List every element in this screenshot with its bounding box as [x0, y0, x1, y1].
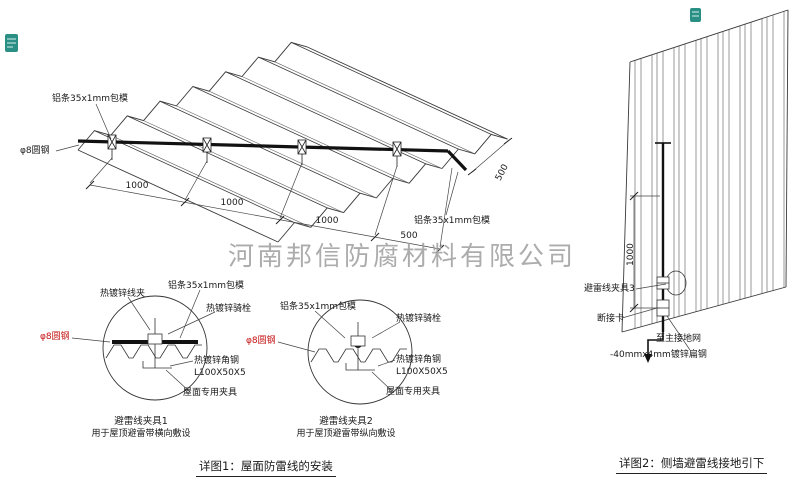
clamp-marks — [107, 134, 402, 167]
d2-angle-spec-label: L100X50X5 — [396, 367, 448, 377]
d2-strip-label: 铝条35x1mm包模 — [280, 302, 357, 312]
roof-rod-label: φ8圆钢 — [20, 146, 50, 156]
d1-subtitle: 用于屋顶避雷带横向敷设 — [91, 429, 191, 439]
roof-strip-label-top: 铝条35x1mm包模 — [52, 94, 129, 104]
wall-dimension-and-leaders — [621, 191, 691, 351]
detail-circle-2 — [277, 299, 413, 405]
company-watermark: 河南邦信防腐材料有限公司 — [228, 242, 577, 272]
figure2-caption: 详图2：侧墙避雷线接地引下 — [616, 455, 768, 474]
d2-rod-label: φ8圆钢 — [246, 336, 276, 346]
d2-saddle-bolt-label: 热镀锌骑栓 — [396, 314, 442, 324]
figure1-caption: 详图1：屋面防雷线的安装 — [196, 458, 336, 477]
dim-1000-3: 1000 — [315, 216, 339, 226]
roof-strip-label-right: 铝条35x1mm包模 — [414, 216, 491, 226]
wall-to-ground-label: 至主接地网 — [656, 334, 702, 344]
wall-panel — [621, 9, 789, 333]
dim-1000-1: 1000 — [125, 181, 149, 191]
wall-clamp3-label: 避雷线夹具3 — [584, 284, 635, 294]
dim-500-1: 500 — [400, 231, 418, 241]
d1-title: 避雷线夹具1 — [114, 416, 168, 427]
d1-angle-spec-label: L100X50X5 — [194, 368, 246, 378]
d1-wire-clip-label: 热镀锌线夹 — [100, 289, 146, 299]
d2-title: 避雷线夹具2 — [319, 416, 373, 427]
d2-roof-fixture-label: 屋面专用夹具 — [386, 387, 441, 397]
wall-flat-steel-label: -40mmx4mm镀锌扁钢 — [610, 350, 707, 360]
d1-saddle-bolt-label: 热镀锌骑栓 — [206, 304, 252, 314]
wall-disconnect-label: 断接卡 — [597, 314, 625, 324]
detail-circle-1 — [71, 289, 216, 401]
stamp-icon-left — [5, 34, 18, 52]
d1-strip-label: 铝条35x1mm包模 — [168, 281, 245, 291]
dim-1000-2: 1000 — [220, 198, 244, 208]
d2-angle-steel-label: 热镀锌角钢 — [396, 355, 442, 365]
d2-subtitle: 用于屋顶避雷带纵向敷设 — [296, 429, 396, 439]
d1-rod-label: φ8圆钢 — [40, 332, 70, 342]
roof-leader-lines — [55, 103, 459, 216]
dim-1000-vertical: 1000 — [626, 243, 636, 266]
stamp-icon-right — [690, 8, 701, 22]
lightning-wire — [77, 139, 468, 172]
dimension-chain — [85, 137, 513, 254]
d1-angle-steel-label: 热镀锌角钢 — [194, 356, 240, 366]
d1-roof-fixture-label: 屋面专用夹具 — [183, 388, 238, 398]
down-conductor — [644, 142, 687, 363]
